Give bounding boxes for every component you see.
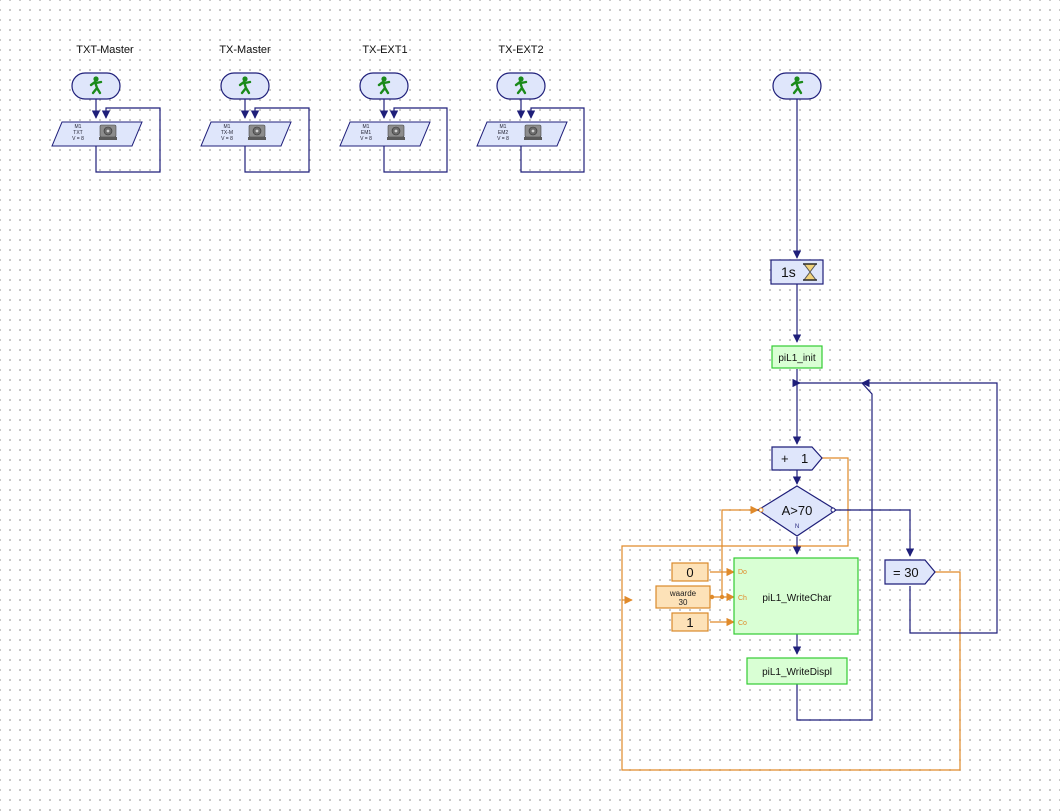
motor-block[interactable]: M1 TX-M V = 8 — [200, 121, 292, 147]
branch-label: A>70 — [782, 503, 813, 518]
compare-label: = 30 — [893, 565, 919, 580]
write-char-subprogram-block[interactable]: Do Ch Co piL1_WriteChar — [733, 557, 859, 635]
motor-label: M1 — [363, 124, 370, 130]
speed-label: V = 8 — [72, 136, 84, 142]
program-title: TX-EXT1 — [362, 44, 407, 56]
increment-block[interactable]: + 1 — [771, 446, 823, 471]
branch-no-label: N — [795, 524, 799, 530]
program-tx-ext1: TX-EXT1 M1 EM1 V = 8 — [339, 44, 448, 173]
flow-lines — [792, 99, 998, 721]
program-tx-master: TX-Master M1 TX-M V = 8 — [200, 44, 310, 173]
start-block[interactable] — [71, 72, 121, 100]
constant-do-value: 0 — [686, 565, 693, 580]
constant-co[interactable]: 1 — [671, 612, 709, 632]
wait-block[interactable]: 1s — [770, 259, 824, 285]
program-title: TX-EXT2 — [498, 44, 543, 56]
motor-block[interactable]: M1 TXT V = 8 — [51, 121, 143, 147]
init-subprogram-block[interactable]: piL1_init — [771, 345, 823, 369]
start-block[interactable] — [220, 72, 270, 100]
variable-name: waarde — [669, 589, 697, 598]
program-txt-master: TXT-Master M1 TXT V = 8 — [51, 44, 161, 173]
increment-value: 1 — [801, 451, 808, 466]
hourglass-icon — [803, 263, 817, 281]
main-program: 1s piL1_init + 1 A>70 — [621, 72, 998, 771]
controller-label: TX-M — [221, 130, 233, 136]
write-char-label: piL1_WriteChar — [762, 593, 832, 604]
variable-value: 30 — [679, 598, 688, 607]
speed-label: V = 8 — [497, 136, 509, 142]
variable-waarde[interactable]: waarde 30 — [655, 585, 711, 609]
constant-co-value: 1 — [686, 615, 693, 630]
speed-label: V = 8 — [360, 136, 372, 142]
port-ch-label: Ch — [738, 595, 747, 602]
increment-op: + — [781, 451, 789, 466]
motor-icon — [248, 124, 266, 140]
controller-label: EM1 — [361, 130, 372, 136]
motor-label: M1 — [75, 124, 82, 130]
init-label: piL1_init — [778, 353, 815, 364]
write-displ-subprogram-block[interactable]: piL1_WriteDispl — [746, 657, 848, 685]
controller-label: TXT — [73, 130, 82, 136]
main-start-block[interactable] — [772, 72, 822, 100]
motor-icon — [387, 124, 405, 140]
start-block[interactable] — [359, 72, 409, 100]
data-wires — [621, 457, 961, 771]
program-tx-ext2: TX-EXT2 M1 EM2 V = 8 — [476, 44, 585, 173]
controller-label: EM2 — [498, 130, 509, 136]
program-title: TXT-Master — [76, 44, 134, 56]
write-displ-label: piL1_WriteDispl — [762, 667, 832, 678]
constant-do[interactable]: 0 — [671, 562, 709, 582]
branch-block[interactable]: A>70 N — [756, 485, 838, 537]
start-block[interactable] — [496, 72, 546, 100]
motor-label: M1 — [224, 124, 231, 130]
motor-label: M1 — [500, 124, 507, 130]
motor-block[interactable]: M1 EM2 V = 8 — [476, 121, 568, 147]
motor-icon — [99, 124, 117, 140]
motor-icon — [524, 124, 542, 140]
port-do-label: Do — [738, 569, 747, 576]
program-title: TX-Master — [219, 44, 271, 56]
port-co-label: Co — [738, 620, 747, 627]
wait-label: 1s — [781, 264, 796, 280]
speed-label: V = 8 — [221, 136, 233, 142]
motor-block[interactable]: M1 EM1 V = 8 — [339, 121, 431, 147]
compare-block[interactable]: = 30 — [884, 559, 936, 585]
